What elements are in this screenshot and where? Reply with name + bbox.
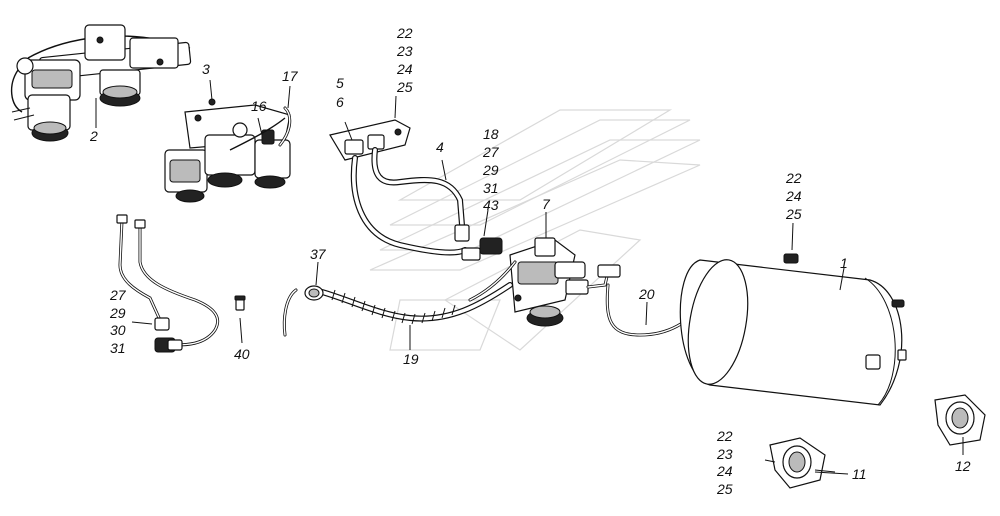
label-group-bottom: 22 23 24 25 (716, 428, 733, 497)
label-6: 6 (336, 94, 344, 110)
part-3-valve-assembly (164, 98, 292, 203)
part-2-valve-assembly (11, 24, 192, 142)
leader-40 (239, 317, 243, 344)
label-left-3: 31 (110, 340, 126, 356)
label-group-top: 22 23 24 25 (396, 25, 413, 95)
label-bottom-0: 22 (716, 428, 733, 444)
leader-top-group (394, 95, 397, 119)
label-19: 19 (403, 351, 419, 367)
leader-3 (209, 79, 213, 101)
part-7-valve (509, 237, 621, 327)
label-group-mid: 18 27 29 31 43 (482, 126, 500, 213)
label-group-left: 27 29 30 31 (109, 287, 127, 356)
label-mid-3: 31 (483, 180, 499, 196)
part-11-clamp (764, 437, 836, 489)
label-5: 5 (336, 75, 344, 91)
leader-right-group (791, 222, 794, 251)
label-top-1: 23 (396, 43, 413, 59)
leader-16 (257, 117, 263, 136)
part-19-hose (282, 260, 517, 337)
leader-37 (315, 261, 319, 286)
label-17: 17 (282, 68, 299, 84)
part-5-6-bracket (329, 119, 411, 161)
label-7: 7 (542, 196, 551, 212)
label-16: 16 (251, 98, 267, 114)
label-right-0: 22 (785, 170, 802, 186)
label-mid-2: 29 (482, 162, 499, 178)
part-left-tubes (116, 214, 220, 353)
label-mid-1: 27 (482, 144, 500, 160)
leader-1 (839, 267, 845, 291)
part-1-air-tank (679, 253, 907, 406)
label-bottom-1: 23 (716, 446, 733, 462)
label-2: 2 (89, 128, 98, 144)
label-11: 11 (852, 466, 867, 482)
label-20: 20 (638, 286, 655, 302)
leader-20 (645, 301, 648, 326)
label-bottom-2: 24 (716, 463, 733, 479)
leader-17 (287, 85, 291, 109)
label-4: 4 (436, 139, 444, 155)
label-12: 12 (955, 458, 971, 474)
label-top-0: 22 (396, 25, 413, 41)
label-top-2: 24 (396, 61, 413, 77)
label-3: 3 (202, 61, 210, 77)
part-37-grommet (304, 285, 324, 301)
label-mid-4: 43 (483, 197, 499, 213)
label-left-2: 30 (110, 322, 126, 338)
label-top-3: 25 (396, 79, 413, 95)
label-right-1: 24 (785, 188, 802, 204)
part-4-hose (350, 147, 503, 261)
label-37: 37 (310, 246, 327, 262)
leader-mid-group (483, 209, 489, 237)
leader-left-group (131, 321, 153, 325)
label-1: 1 (840, 255, 848, 271)
part-40-fitting (234, 295, 246, 311)
label-left-0: 27 (109, 287, 127, 303)
leader-11 (814, 471, 849, 475)
label-left-1: 29 (109, 305, 126, 321)
part-12-clamp (934, 394, 986, 446)
label-right-2: 25 (785, 206, 802, 222)
label-group-right: 22 24 25 (785, 170, 802, 222)
label-40: 40 (234, 346, 250, 362)
label-bottom-3: 25 (716, 481, 733, 497)
label-mid-0: 18 (483, 126, 499, 142)
leader-4 (441, 159, 447, 181)
